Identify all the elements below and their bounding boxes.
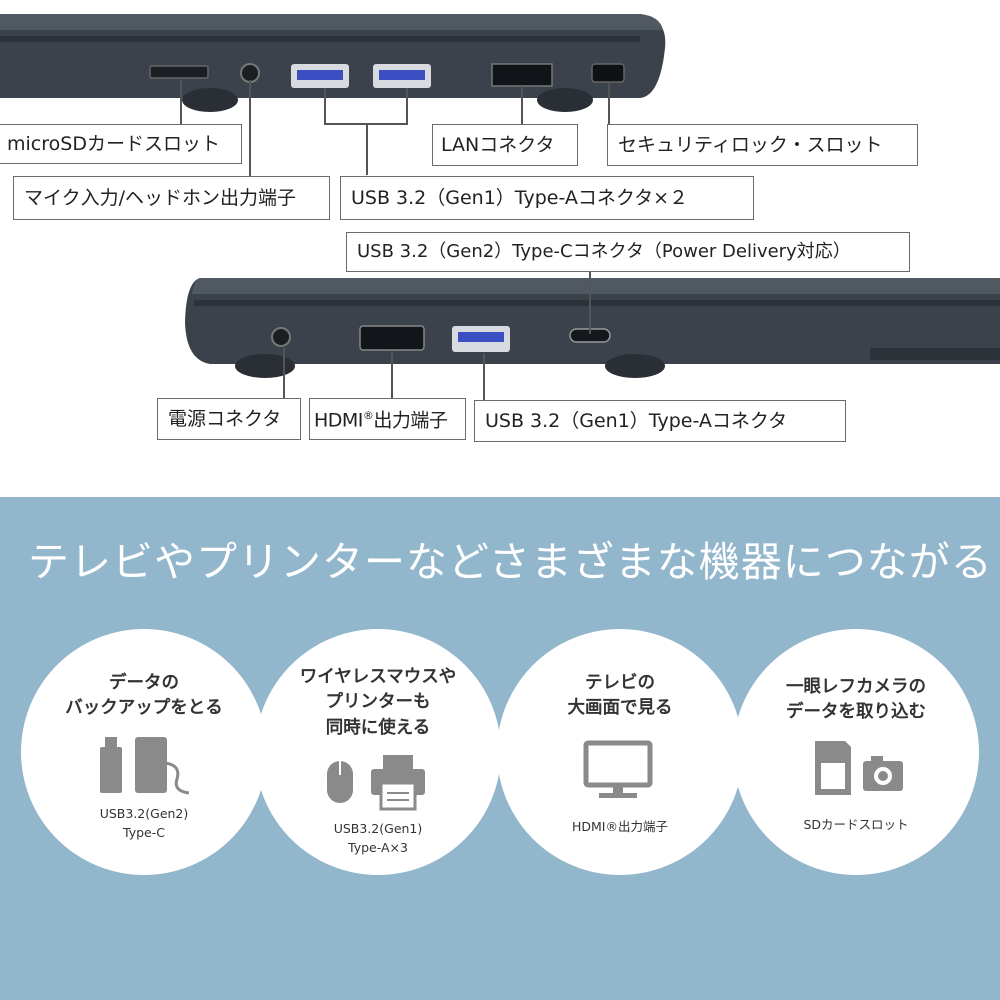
feature-subtitle: HDMI®出力端子 (572, 819, 668, 834)
label-usb-a-single: USB 3.2（Gen1）Type-Aコネクタ (474, 400, 846, 442)
feature-card-tv: テレビの 大画面で見る HDMI®出力端子 (497, 629, 743, 875)
feature-title: テレビの 大画面で見る (567, 673, 673, 719)
label-security-slot: セキュリティロック・スロット (607, 124, 918, 166)
features-headline: テレビやプリンターなどさまざまな機器につながる (28, 538, 993, 586)
sd-card-and-camera-icon (815, 741, 903, 795)
feature-card-backup: データの バックアップをとる USB3.2(Gen2) Type-C (21, 629, 267, 875)
line-power (283, 346, 285, 398)
label-usb-c: USB 3.2（Gen2）Type-Cコネクタ（Power Delivery対応… (346, 232, 910, 272)
label-power: 電源コネクタ (157, 398, 301, 440)
label-hdmi-text: HDMI (314, 409, 363, 432)
feature-subtitle: USB3.2(Gen2) Type-C (99, 806, 189, 841)
laptop-left-side-view (0, 14, 666, 112)
label-hdmi-reg: ® (362, 409, 374, 422)
line-lan (521, 86, 523, 124)
usb-drive-and-hdd-icon (100, 737, 190, 795)
label-mic-headphone: マイク入力/ヘッドホン出力端子 (13, 176, 330, 220)
feature-subtitle: SDカードスロット (803, 817, 909, 832)
line-hdmi (391, 351, 393, 398)
feature-title: 一眼レフカメラの データを取り込む (786, 677, 926, 723)
line-security (608, 82, 610, 124)
label-hdmi-suffix: 出力端子 (373, 409, 448, 432)
feature-subtitle: USB3.2(Gen1) Type-A×3 (333, 821, 423, 856)
label-hdmi: HDMI®出力端子 (309, 398, 466, 440)
mouse-and-printer-icon (327, 755, 425, 811)
feature-title: データの バックアップをとる (65, 673, 223, 719)
line-usb-a-right (406, 88, 408, 124)
line-usb-a-single (483, 353, 485, 400)
feature-card-peripherals: ワイヤレスマウスや プリンターも 同時に使える USB3.2(Gen1) Typ… (255, 629, 501, 875)
line-usb-a-left (324, 88, 326, 124)
monitor-icon (583, 740, 653, 798)
label-usb-a-x2: USB 3.2（Gen1）Type-Aコネクタ×２ (340, 176, 754, 220)
line-usb-a-drop (366, 123, 368, 175)
feature-card-camera: 一眼レフカメラの データを取り込む SDカードスロット (733, 629, 979, 875)
label-microsd-slot: microSDカードスロット (0, 124, 242, 164)
ports-diagram-section: microSDカードスロット マイク入力/ヘッドホン出力端子 USB 3.2（G… (0, 0, 1000, 497)
line-mic (249, 80, 251, 176)
feature-title: ワイヤレスマウスや プリンターも 同時に使える (299, 667, 457, 738)
line-usb-c (589, 272, 591, 334)
laptop-right-side-view (185, 278, 1000, 378)
label-lan: LANコネクタ (432, 124, 578, 166)
line-microsd (180, 80, 182, 124)
